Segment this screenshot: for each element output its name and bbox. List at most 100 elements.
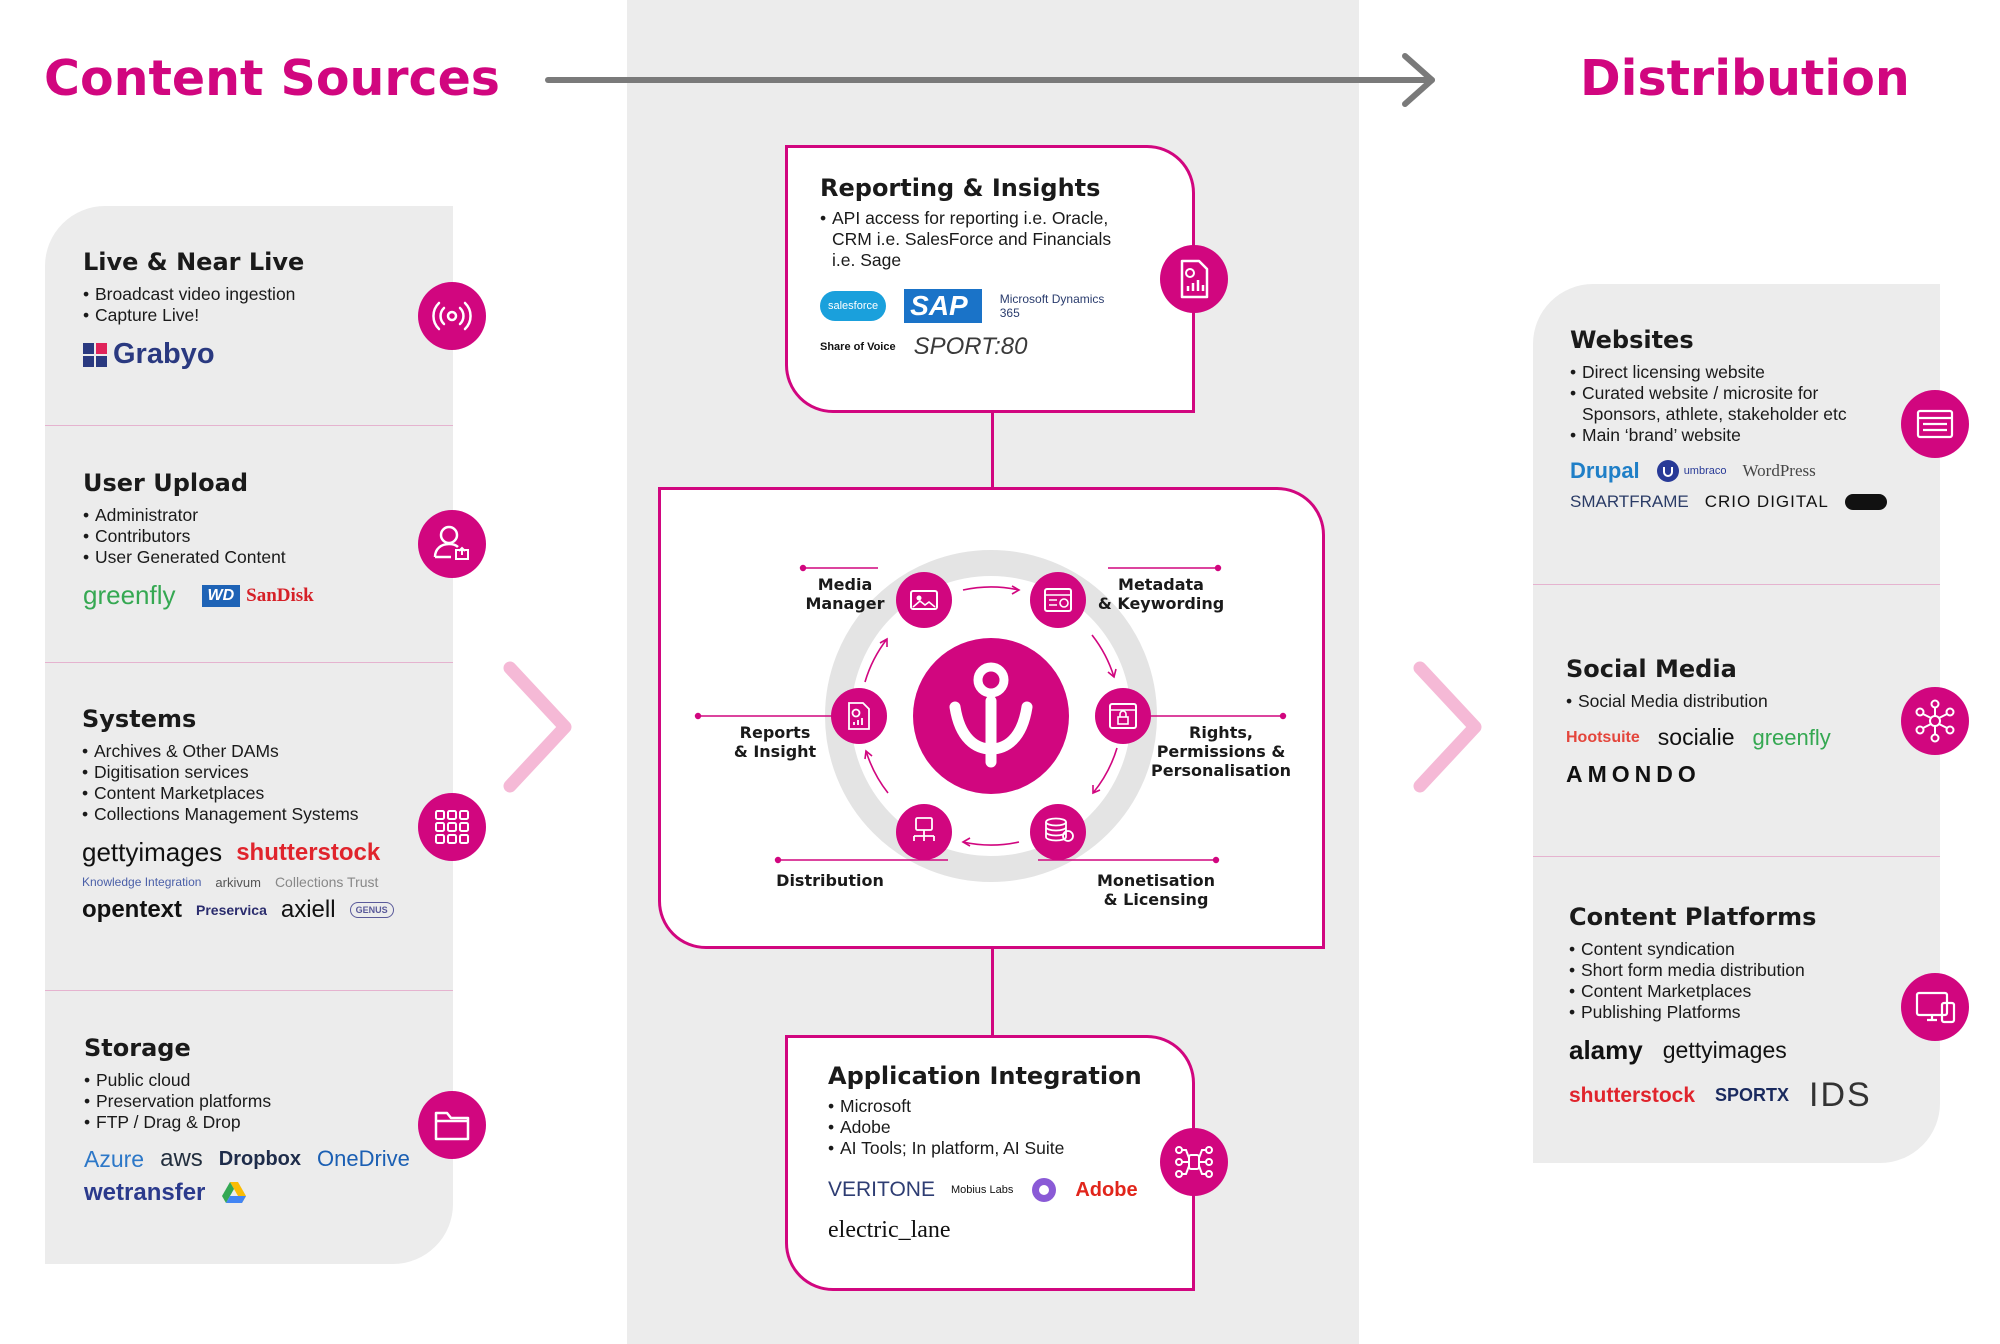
bullet: User Generated Content (83, 547, 413, 568)
card-title: Application Integration (828, 1062, 1142, 1090)
integration-nodes-icon (1160, 1128, 1228, 1196)
divider (45, 662, 453, 663)
logo-microsoft-dynamics: Microsoft Dynamics 365 (999, 292, 1105, 320)
logo-sap: SAP (904, 289, 982, 323)
logo-onedrive: OneDrive (317, 1146, 410, 1171)
logo-greenfly: greenfly (83, 580, 176, 610)
divider (1533, 856, 1940, 857)
node-rights (1095, 688, 1151, 744)
logo-salesforce: salesforce (820, 291, 887, 321)
node-label-media-manager: Media Manager (805, 575, 885, 613)
logo-arkivum: arkivum (215, 874, 261, 890)
node-label-monetisation: Monetisation & Licensing (1096, 871, 1216, 909)
bullet: API access for reporting i.e. Oracle, CR… (820, 208, 1120, 271)
logo-shutterstock: shutterstock (236, 838, 381, 866)
logo-gettyimages: gettyimages (1662, 1037, 1787, 1063)
distribution-title: Distribution (1580, 50, 1910, 107)
bullet: Capture Live! (83, 305, 413, 326)
logo-wordpress: WordPress (1742, 461, 1816, 480)
logo-dropbox: Dropbox (218, 1147, 301, 1170)
logo-veritone: VERITONE (828, 1178, 935, 1201)
logo-mobius-labs: Mobius Labs (950, 1184, 1014, 1196)
bullet: Publishing Platforms (1569, 1002, 1909, 1023)
logo-shutterstock: shutterstock (1569, 1083, 1696, 1107)
logo-adobe: Adobe (1075, 1178, 1138, 1201)
node-media-manager (896, 572, 952, 628)
report-document-icon (1160, 245, 1228, 313)
chevron-right-icon (1413, 661, 1482, 793)
website-icon (1901, 390, 1969, 458)
card-title: Live & Near Live (83, 248, 305, 276)
platform-logo-icon (913, 638, 1069, 794)
user-upload-icon (418, 510, 486, 578)
logo-sport80: SPORT:80 (913, 333, 1028, 360)
google-drive-icon (222, 1182, 247, 1203)
node-label-rights: Rights, Permissions & Personalisation (1151, 723, 1291, 780)
connector-line (991, 948, 994, 1037)
bullet: Microsoft (828, 1096, 1168, 1117)
logo-electric-lane: electric_lane (828, 1217, 951, 1243)
source-card-storage: Storage Public cloud Preservation platfo… (84, 1034, 424, 1207)
bullet: Curated website / microsite for Sponsors… (1570, 383, 1890, 425)
platform-cycle-diagram (694, 550, 1287, 882)
network-icon (1901, 687, 1969, 755)
logo-wd-sandisk: WD SanDisk (201, 584, 314, 607)
logo-grabyo: Grabyo (83, 338, 215, 371)
logo-amondo: AMONDO (1566, 761, 1701, 787)
distribution-card-platforms: Content Platforms Content syndication Sh… (1569, 903, 1909, 1115)
bullet: Main ‘brand’ website (1570, 425, 1890, 446)
card-title: Reporting & Insights (820, 174, 1101, 202)
divider (45, 425, 453, 426)
logo-pill (1844, 494, 1887, 510)
bullet: Archives & Other DAMs (82, 741, 422, 762)
logo-umbraco: umbraco (1656, 459, 1726, 483)
copilot-icon (1032, 1178, 1057, 1202)
logo-aws: aws (160, 1145, 203, 1172)
application-integration-box: Application Integration Microsoft Adobe … (785, 1035, 1195, 1291)
node-metadata (1030, 572, 1086, 628)
distribution-card-social: Social Media Social Media distribution H… (1566, 655, 1886, 788)
logo-smartframe: SMARTFRAME (1570, 492, 1689, 511)
node-label-distribution: Distribution (776, 871, 884, 890)
bullet: Public cloud (84, 1070, 424, 1091)
bullet: Direct licensing website (1570, 362, 1890, 383)
divider (45, 990, 453, 991)
integration-logos: VERITONE Mobius Labs Adobe electric_lane (828, 1175, 1168, 1244)
card-title: Storage (84, 1034, 191, 1062)
logo-azure: Azure (84, 1145, 145, 1172)
logo-genus: GENUS (349, 902, 394, 918)
flow-arrow (545, 53, 1435, 107)
bullet: Broadcast video ingestion (83, 284, 413, 305)
source-card-systems: Systems Archives & Other DAMs Digitisati… (82, 705, 422, 924)
node-distribution (896, 804, 952, 860)
card-title: Social Media (1566, 655, 1737, 683)
broadcast-icon (418, 282, 486, 350)
card-title: Content Platforms (1569, 903, 1817, 931)
bullet: Adobe (828, 1117, 1168, 1138)
reporting-logos: salesforce SAP Microsoft Dynamics 365 Sh… (820, 289, 1120, 361)
bullet: Collections Management Systems (82, 804, 422, 825)
divider (1533, 584, 1940, 585)
grid-icon (418, 793, 486, 861)
bullet: AI Tools; In platform, AI Suite (828, 1138, 1168, 1159)
node-monetisation (1030, 804, 1086, 860)
source-card-user-upload: User Upload Administrator Contributors U… (83, 469, 413, 611)
logo-crio-digital: CRIO DIGITAL (1704, 492, 1829, 511)
logo-opentext: opentext (82, 896, 183, 923)
bullet: Short form media distribution (1569, 960, 1909, 981)
bullet: Social Media distribution (1566, 691, 1886, 712)
chevron-right-icon (503, 661, 572, 793)
logo-preservica: Preservica (196, 902, 267, 918)
logo-socialie: socialie (1657, 724, 1735, 750)
folder-icon (418, 1091, 486, 1159)
card-title: Websites (1570, 326, 1694, 354)
logo-greenfly: greenfly (1752, 724, 1831, 750)
content-sources-title: Content Sources (44, 50, 500, 107)
bullet: FTP / Drag & Drop (84, 1112, 424, 1133)
node-label-metadata: Metadata & Keywording (1097, 575, 1225, 613)
logo-collections-trust: Collections Trust (274, 874, 379, 890)
logo-hootsuite: Hootsuite (1566, 728, 1640, 746)
logo-ids: IDS (1809, 1076, 1872, 1114)
bullet: Digitisation services (82, 762, 422, 783)
devices-icon (1901, 973, 1969, 1041)
